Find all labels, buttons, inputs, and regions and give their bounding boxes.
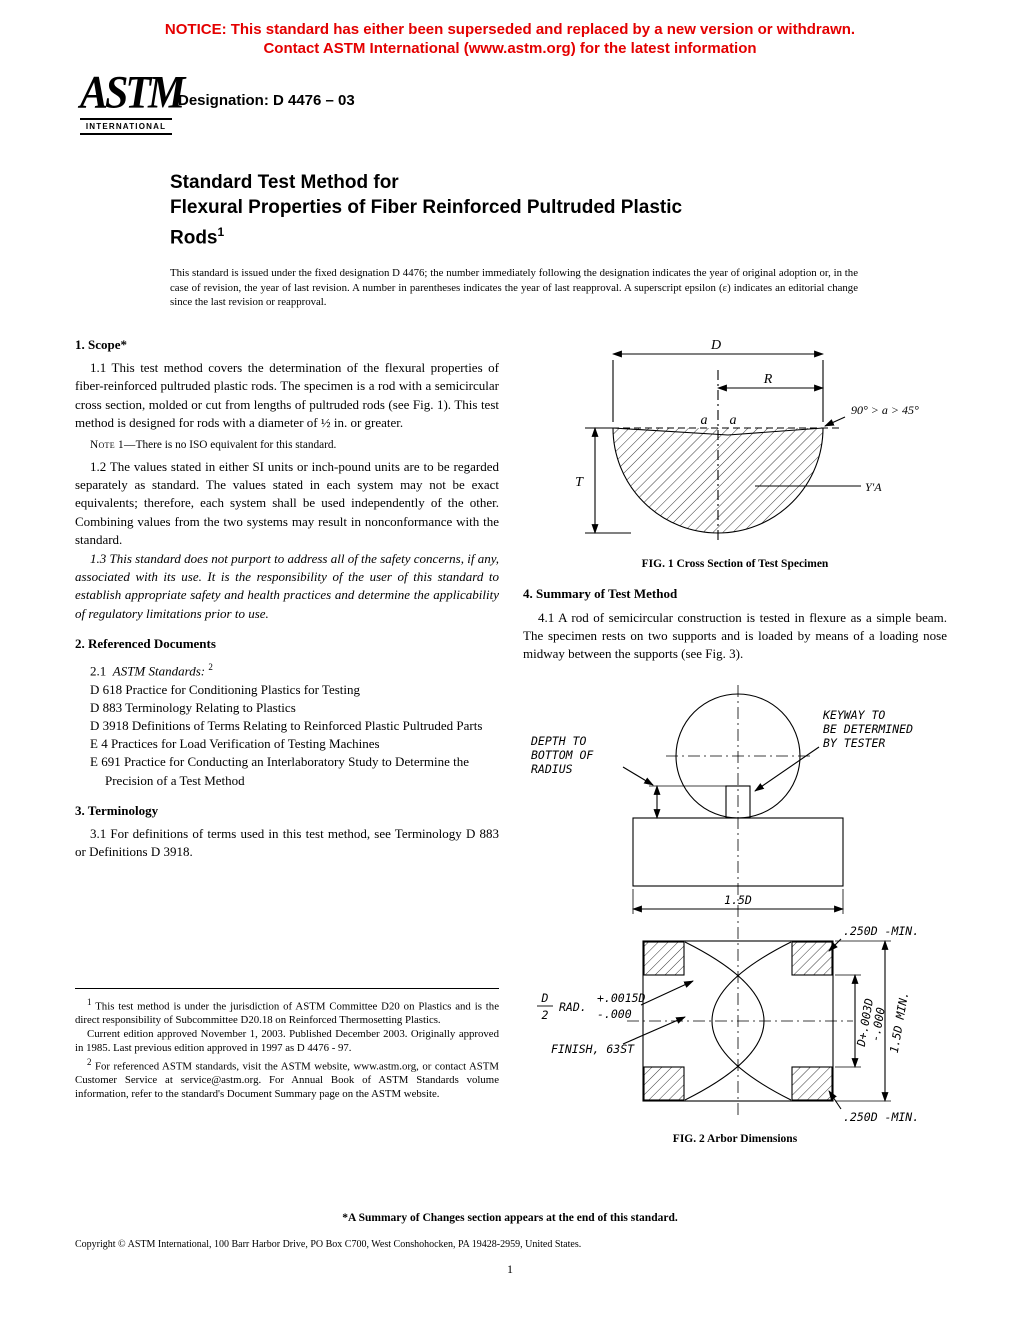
title-footnote-ref: 1 [217,225,225,239]
label-a-left: a [701,413,708,428]
scope-paragraph-1-3: 1.3 This standard does not purport to ad… [75,551,499,621]
label-1-5d: 1.5D [724,893,752,907]
angle-leader-line [824,416,846,427]
figure-1: D R a a T Y'A 90° > a > 45° FIG. 1 Cross… [523,336,947,573]
summary-paragraph-4-1: 4.1 A rod of semicircular construction i… [523,609,947,662]
scope-paragraph-1-2: 1.2 The values stated in either SI units… [75,459,499,547]
label-rad-denominator: 2 [542,1008,549,1022]
label-depth-3: RADIUS [531,762,573,776]
note-1-text: There is no ISO equivalent for this stan… [135,439,337,452]
notice-line-1: NOTICE: This standard has either been su… [164,21,856,38]
label-rad-tol-plus: +.0015D [597,991,646,1005]
referenced-intro: 2.1 ASTM Standards: 2 [90,662,213,679]
label-keyway-2: BE DETERMINED [823,722,913,736]
groove-arc-right [711,941,792,1101]
label-d-tol-minus: -.000 [868,1006,888,1043]
note-1: Note 1—There is no ISO equivalent for th… [75,438,499,452]
label-250d-top: .250D -MIN. [843,924,919,938]
terminology-heading: 3. Terminology [75,802,159,818]
label-1-5d-min: 1.5D MIN. [887,991,912,1055]
label-r: R [763,372,773,387]
label-keyway-3: BY TESTER [823,736,885,750]
label-angle-range: 90° > a > 45° [851,403,919,417]
depth-leader [622,766,654,786]
terminology-paragraph-3-1: 3.1 For definitions of terms used in thi… [75,826,499,860]
astm-logo: ASTM INTERNATIONAL [80,67,185,135]
right-column: D R a a T Y'A 90° > a > 45° FIG. 1 Cross… [523,336,947,1153]
astm-logo-text: ASTM [80,67,185,119]
fig2-arbor-drawing: DEPTH TO BOTTOM OF RADIUS KEYWAY TO BE D… [530,685,919,1124]
issue-statement: This standard is issued under the fixed … [170,267,858,308]
footnotes: 1 This test method is under the jurisdic… [75,988,499,1102]
referenced-intro-italic: ASTM Standards: [112,663,206,679]
footnote-2: 2 For referenced ASTM standards, visit t… [75,1056,499,1100]
figure-2: DEPTH TO BOTTOM OF RADIUS KEYWAY TO BE D… [523,681,947,1148]
referenced-documents-heading: 2. Referenced Documents [75,635,216,651]
label-rad-numerator: D [541,991,549,1005]
document-title: Standard Test Method for Flexural Proper… [170,170,910,250]
finish-leader [622,1016,686,1045]
reference-item: D 3918 Definitions of Terms Relating to … [90,717,483,733]
title-line-1: Standard Test Method for [170,172,399,193]
summary-of-changes-note: *A Summary of Changes section appears at… [342,1212,678,1224]
label-250d-bottom: .250D -MIN. [843,1110,919,1123]
referenced-intro-footnote-ref: 2 [208,662,213,673]
reference-item: D 618 Practice for Conditioning Plastics… [90,681,361,697]
title-line-2: Flexural Properties of Fiber Reinforced … [170,197,683,218]
fig1-caption: FIG. 1 Cross Section of Test Specimen [641,558,829,571]
label-d: D [710,338,721,353]
label-rad-tol-minus: -.000 [597,1007,632,1021]
fig1-cross-section-drawing: D R a a T Y'A 90° > a > 45° [575,338,919,540]
footnote-1-continued: Current edition approved November 1, 200… [75,1028,499,1054]
reference-item: D 883 Terminology Relating to Plastics [90,699,296,715]
label-ya: Y'A [865,480,882,494]
astm-logo-subtext: INTERNATIONAL [80,118,172,135]
fig2-caption: FIG. 2 Arbor Dimensions [672,1133,798,1146]
label-1-5d-min-group: 1.5D MIN. [887,991,912,1055]
label-a-right: a [730,413,737,428]
label-depth-1: DEPTH TO [530,734,586,748]
arbor-body [632,817,844,887]
keyway-leader [754,746,820,792]
copyright-line: Copyright © ASTM International, 100 Barr… [75,1239,582,1250]
superseded-notice: NOTICE: This standard has either been su… [0,20,1020,58]
notice-line-2: Contact ASTM International (www.astm.org… [263,40,757,57]
fig2-geometry [537,685,891,1118]
label-keyway-1: KEYWAY TO [822,708,885,722]
reference-item: E 4 Practices for Load Verification of T… [90,736,380,752]
fig1-geometry [585,350,861,540]
radius-leader [640,980,694,1006]
scope-heading: 1. Scope* [75,337,127,352]
label-d-tolerance-group: D+.003D -.000 [854,997,888,1048]
scope-paragraph-1-1: 1.1 This test method covers the determin… [75,360,499,430]
page-number: 1 [507,1262,513,1276]
label-depth-2: BOTTOM OF [531,748,594,762]
left-column: 1. Scope* 1.1 This test method covers th… [75,336,499,861]
label-t: T [575,475,584,490]
designation: Designation: D 4476 – 03 [178,92,355,109]
note-1-label: Note 1— [90,439,136,452]
label-rad: RAD. [559,1000,587,1014]
reference-item: E 691 Practice for Conducting an Interla… [90,754,470,788]
summary-heading: 4. Summary of Test Method [523,586,678,602]
title-line-3: Rods1 [170,225,225,249]
footnote-1: 1 This test method is under the jurisdic… [75,997,499,1027]
fig2-labels: DEPTH TO BOTTOM OF RADIUS KEYWAY TO BE D… [530,708,919,1124]
label-finish: FINISH, 63ST [551,1042,635,1056]
fig1-labels: D R a a T Y'A 90° > a > 45° [575,338,919,494]
